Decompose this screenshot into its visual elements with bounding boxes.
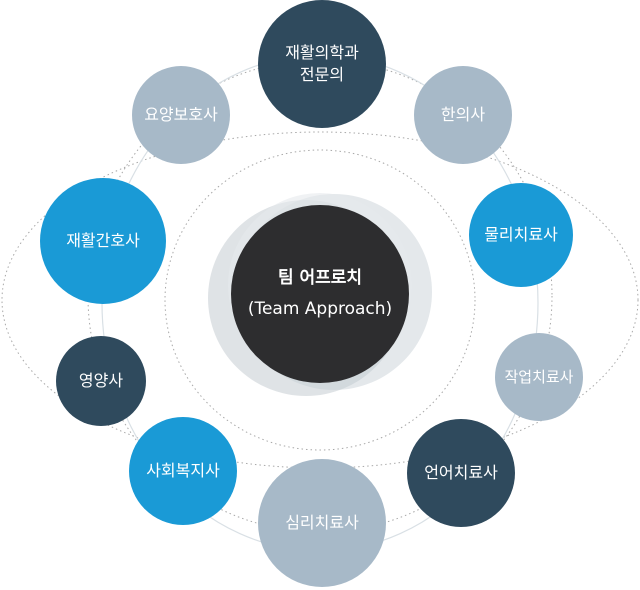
role-label: 전문의 <box>299 65 345 84</box>
center-subtitle: (Team Approach) <box>247 299 393 319</box>
role-label: 심리치료사 <box>285 513 359 533</box>
role-label: 재활간호사 <box>66 231 140 251</box>
role-node-occupational-therapist: 작업치료사 <box>495 333 583 421</box>
center-title: 팀 어프로치 <box>277 268 363 289</box>
role-label: 요양보호사 <box>144 105 218 125</box>
role-node-psychotherapist: 심리치료사 <box>258 459 386 587</box>
role-node-rehab-nurse: 재활간호사 <box>40 178 166 304</box>
role-node-korean-medicine-doctor: 한의사 <box>414 66 512 164</box>
role-node-caregiver: 요양보호사 <box>132 66 230 164</box>
role-label: 작업치료사 <box>504 367 574 386</box>
role-label: 물리치료사 <box>484 225 558 245</box>
role-node-nutritionist: 영양사 <box>56 336 146 426</box>
role-label: 사회복지사 <box>146 461 220 481</box>
center-team-approach: 팀 어프로치 (Team Approach) <box>231 205 409 383</box>
role-node-physical-therapist: 물리치료사 <box>469 183 573 287</box>
role-label: 재활의학과 <box>285 43 359 63</box>
role-node-social-worker: 사회복지사 <box>129 417 237 525</box>
role-label: 영양사 <box>78 371 124 391</box>
role-node-speech-therapist: 언어치료사 <box>407 419 515 527</box>
outer-orbit-ring <box>1 131 639 469</box>
role-label: 한의사 <box>440 105 486 125</box>
role-label: 언어치료사 <box>424 463 498 483</box>
inner-orbit-ring <box>164 149 476 451</box>
